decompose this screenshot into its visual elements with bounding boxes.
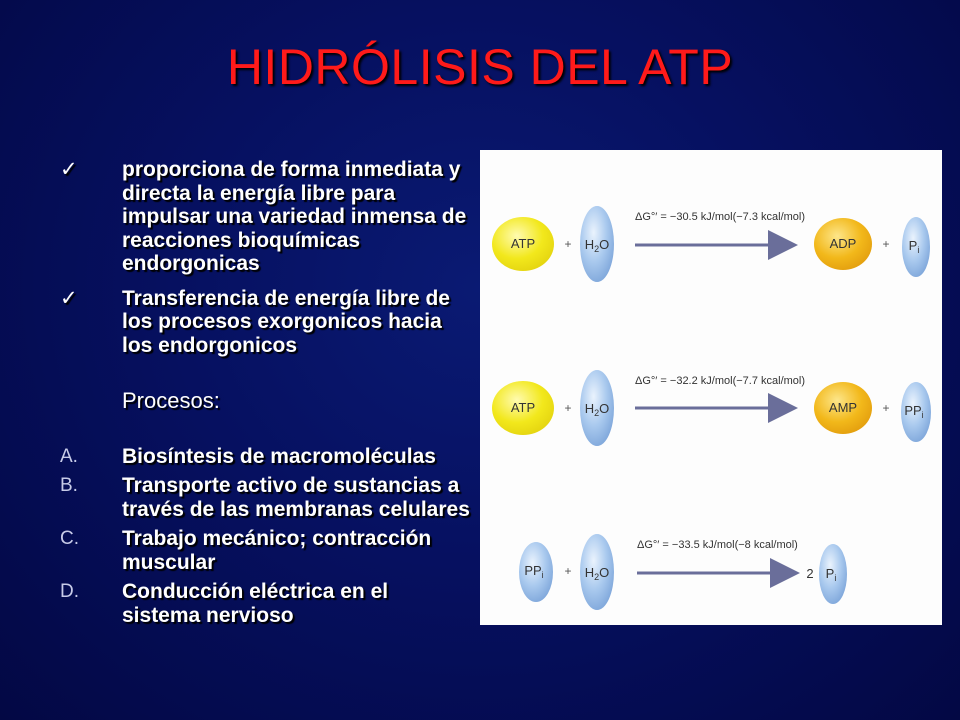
delta-g-equation: ΔG°′ = −32.2 kJ/mol(−7.7 kcal/mol) (635, 375, 805, 387)
water-molecule (580, 534, 614, 610)
phosphate-molecule (902, 217, 930, 277)
atp-molecule (492, 381, 554, 435)
process-letter: B. (60, 475, 78, 496)
bullet-text: proporciona de forma inmediata y directa… (122, 158, 467, 275)
process-item: D. Conducción eléctrica en el sistema ne… (60, 580, 470, 627)
water-label: H2O (585, 565, 610, 582)
plus-sign: + (882, 237, 889, 251)
reaction-diagram: ATP + H2O ΔG°′ = −30.5 kJ/mol(−7.3 kcal/… (492, 206, 931, 610)
water-label: H2O (585, 401, 610, 418)
plus-sign: + (564, 401, 571, 415)
phosphate-molecule (819, 544, 847, 604)
delta-g-equation: ΔG°′ = −33.5 kJ/mol(−8 kcal/mol) (637, 539, 798, 551)
phosphate-label: Pi (909, 238, 920, 255)
pyrophosphate-molecule (519, 542, 553, 602)
bullet-item: ✓ proporciona de forma inmediata y direc… (60, 157, 470, 276)
atp-label: ATP (511, 400, 535, 415)
slide-content: ✓ proporciona de forma inmediata y direc… (60, 157, 470, 633)
process-letter: C. (60, 528, 79, 549)
plus-sign: + (564, 237, 571, 251)
bullet-item: ✓ Transferencia de energía libre de los … (60, 285, 470, 358)
process-text: Conducción eléctrica en el sistema nervi… (122, 580, 389, 627)
checkmark-icon: ✓ (60, 157, 78, 181)
atp-label: ATP (511, 236, 535, 251)
process-item: B. Transporte activo de sustancias a tra… (60, 474, 470, 521)
amp-molecule (814, 382, 872, 434)
process-letter: D. (60, 581, 79, 602)
atp-hydrolysis-figure: ATP + H2O ΔG°′ = −30.5 kJ/mol(−7.3 kcal/… (480, 150, 942, 625)
water-label: H2O (585, 237, 610, 254)
pyrophosphate-label: PPi (524, 563, 543, 580)
slide-title: HIDRÓLISIS DEL ATP (226, 39, 734, 95)
pyrophosphate-molecule (901, 382, 931, 442)
process-item: A. Biosíntesis de macromoléculas (60, 445, 470, 469)
adp-label: ADP (830, 236, 857, 251)
plus-sign: + (564, 564, 571, 578)
reaction-row-3: PPi + H2O ΔG°′ = −33.5 kJ/mol(−8 kcal/mo… (519, 534, 847, 610)
phosphate-label: Pi (826, 566, 837, 583)
adp-molecule (814, 218, 872, 270)
atp-molecule (492, 217, 554, 271)
process-item: C. Trabajo mecánico; contracción muscula… (60, 527, 470, 574)
delta-g-equation: ΔG°′ = −30.5 kJ/mol(−7.3 kcal/mol) (635, 211, 805, 223)
process-text: Trabajo mecánico; contracción muscular (122, 527, 432, 574)
coefficient-label: 2 (806, 566, 813, 581)
checkmark-icon: ✓ (60, 285, 78, 310)
water-molecule (580, 370, 614, 446)
bullet-text: Transferencia de energía libre de los pr… (122, 286, 450, 357)
reaction-row-2: ATP + H2O ΔG°′ = −32.2 kJ/mol(−7.7 kcal/… (492, 370, 931, 446)
process-text: Transporte activo de sustancias a través… (122, 474, 470, 521)
process-text: Biosíntesis de macromoléculas (122, 444, 436, 468)
reaction-row-1: ATP + H2O ΔG°′ = −30.5 kJ/mol(−7.3 kcal/… (492, 206, 930, 282)
pyrophosphate-label: PPi (904, 403, 923, 420)
amp-label: AMP (829, 400, 857, 415)
process-letter: A. (60, 445, 78, 467)
procesos-heading: Procesos: (122, 388, 220, 413)
water-molecule (580, 206, 614, 282)
plus-sign: + (882, 401, 889, 415)
